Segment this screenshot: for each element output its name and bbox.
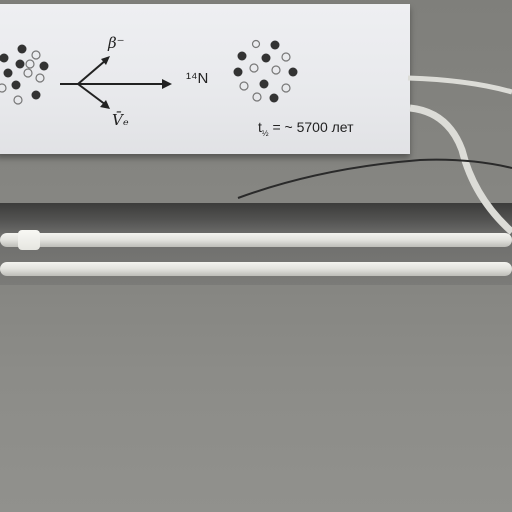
lower-wall — [0, 285, 512, 512]
cable-upper — [407, 75, 512, 95]
half-life-symbol: t — [258, 119, 262, 135]
half-life-value: = ~ 5700 лет — [268, 119, 354, 135]
cable-lower — [409, 104, 512, 235]
half-life-subscript: ½ — [261, 128, 269, 138]
parent-nucleus — [0, 44, 49, 105]
nitrogen-14-label: ¹⁴N — [186, 70, 209, 87]
pipe-upper — [0, 233, 512, 247]
pipe-joint — [18, 230, 40, 250]
dark-wire — [237, 158, 512, 199]
beta-minus-label: β⁻ — [108, 34, 125, 52]
half-life-label: t½ = ~ 5700 лет — [258, 119, 354, 138]
dark-ledge — [0, 203, 512, 233]
decay-arrows — [60, 56, 172, 109]
antineutrino-label: V̄ₑ — [112, 111, 129, 129]
daughter-nucleus — [233, 39, 298, 103]
pipe-lower — [0, 262, 512, 276]
decay-poster — [0, 4, 410, 154]
